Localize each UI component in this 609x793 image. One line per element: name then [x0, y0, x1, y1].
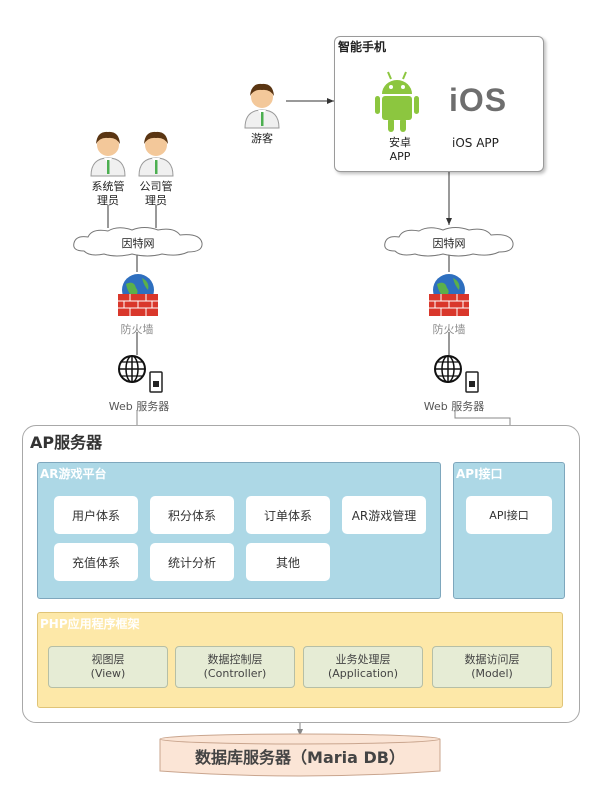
android-robot-icon	[375, 71, 419, 132]
api-panel-title: API接口	[456, 467, 503, 481]
layer-application-sub: (Application)	[327, 667, 399, 680]
android-app-label: 安卓 APP	[380, 136, 420, 164]
system-admin-label: 系统管 理员	[83, 180, 133, 208]
left-web-server-label: Web 服务器	[108, 400, 170, 413]
right-web-server-label: Web 服务器	[423, 400, 485, 413]
layer-view-name: 视图层	[91, 653, 125, 666]
android-label-line1: 安卓	[389, 136, 411, 149]
layer-model-sub: (Model)	[471, 667, 513, 680]
system-admin-label-line1: 系统管	[91, 180, 125, 193]
layer-model-name: 数据访问层	[464, 653, 520, 666]
right-web-server-icon	[434, 355, 479, 393]
module-user-system: 用户体系	[54, 496, 138, 534]
company-admin-label: 公司管 理员	[131, 180, 181, 208]
module-api: API接口	[466, 496, 552, 534]
left-internet-cloud-icon	[73, 227, 203, 257]
ios-app-label: iOS APP	[452, 136, 499, 150]
module-statistics: 统计分析	[150, 543, 234, 581]
right-internet-cloud-icon	[384, 227, 514, 257]
database-label: 数据库服务器（Maria DB）	[195, 748, 405, 767]
smartphone-title: 智能手机	[338, 40, 387, 54]
android-label-line2: APP	[389, 150, 411, 163]
company-admin-label-line2: 理员	[145, 194, 167, 207]
layer-application: 业务处理层 (Application)	[303, 646, 423, 688]
database-cylinder-icon	[159, 733, 441, 777]
visitor-label: 游客	[251, 132, 273, 145]
left-firewall-label: 防火墙	[120, 323, 154, 336]
smartphone-box	[334, 36, 544, 172]
layer-view: 视图层 (View)	[48, 646, 168, 688]
left-firewall-icon	[118, 274, 158, 316]
right-internet-label: 因特网	[432, 237, 466, 250]
left-web-server-icon	[118, 355, 163, 393]
layer-view-sub: (View)	[90, 667, 126, 680]
php-framework-title: PHP应用程序框架	[40, 617, 140, 631]
visitor-person-icon	[244, 83, 280, 129]
module-order-system: 订单体系	[246, 496, 330, 534]
layer-controller-name: 数据控制层	[207, 653, 263, 666]
left-internet-label: 因特网	[121, 237, 155, 250]
system-admin-label-line2: 理员	[97, 194, 119, 207]
layer-model: 数据访问层 (Model)	[432, 646, 552, 688]
right-firewall-label: 防火墙	[432, 323, 466, 336]
module-recharge-system: 充值体系	[54, 543, 138, 581]
system-admin-person-icon	[90, 131, 126, 177]
layer-controller-sub: (Controller)	[203, 667, 267, 680]
company-admin-person-icon	[138, 131, 174, 177]
ar-platform-title: AR游戏平台	[40, 467, 107, 481]
company-admin-label-line1: 公司管	[139, 180, 173, 193]
ios-logo-icon: iOS	[449, 82, 508, 118]
ap-server-title: AP服务器	[30, 433, 103, 452]
module-ar-game-management: AR游戏管理	[342, 496, 426, 534]
layer-controller: 数据控制层 (Controller)	[175, 646, 295, 688]
right-firewall-icon	[429, 274, 469, 316]
module-other: 其他	[246, 543, 330, 581]
module-points-system: 积分体系	[150, 496, 234, 534]
layer-application-name: 业务处理层	[335, 653, 391, 666]
